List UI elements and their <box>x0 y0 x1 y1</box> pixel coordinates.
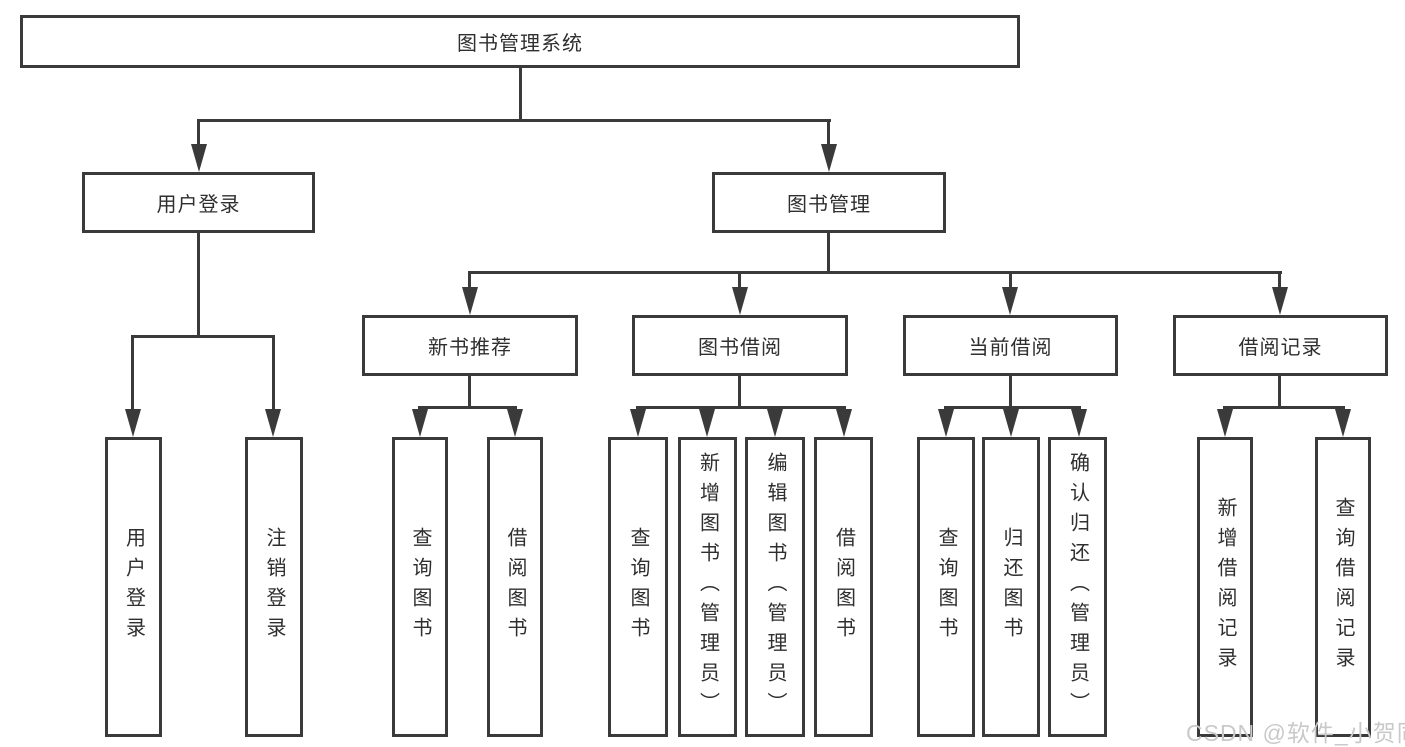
leaf-borrow-borrow-books: 借阅图书 <box>814 437 873 737</box>
arrowhead-down-icon <box>191 144 207 172</box>
leaf-label: 借阅图书 <box>504 527 526 647</box>
leaf-label: 查询借阅记录 <box>1332 497 1354 677</box>
csdn-watermark: CSDN @软件_小贺同学 <box>1186 720 1405 746</box>
arrowhead-down-icon <box>507 409 523 437</box>
node-book-borrowing: 图书借阅 <box>632 315 848 376</box>
leaf-current-confirm-return-admin: 确认归还（管理员） <box>1048 437 1107 737</box>
connector-line <box>1223 406 1345 409</box>
leaf-label: 归还图书 <box>1000 527 1022 647</box>
connector-line <box>468 271 1282 274</box>
node-label: 图书借阅 <box>698 337 782 359</box>
arrowhead-down-icon <box>821 144 837 172</box>
node-label: 图书管理 <box>787 194 871 216</box>
node-current-borrowing: 当前借阅 <box>903 315 1118 376</box>
connector-line <box>636 406 846 409</box>
leaf-newbook-borrow-books: 借阅图书 <box>487 437 543 737</box>
node-label: 新书推荐 <box>428 337 512 359</box>
arrowhead-down-icon <box>938 409 954 437</box>
arrowhead-down-icon <box>699 409 715 437</box>
leaf-borrow-edit-books-admin: 编辑图书（管理员） <box>745 437 805 737</box>
connector-line <box>468 375 471 409</box>
arrowhead-down-icon <box>1272 287 1288 315</box>
arrowhead-down-icon <box>412 409 428 437</box>
connector-line <box>1009 375 1012 409</box>
leaf-user-login: 用户登录 <box>105 437 162 737</box>
connector-line <box>418 406 517 409</box>
node-root-library-system: 图书管理系统 <box>20 15 1020 68</box>
node-label: 当前借阅 <box>968 337 1053 359</box>
node-label: 图书管理系统 <box>457 33 583 55</box>
node-user-login: 用户登录 <box>82 172 315 233</box>
leaf-records-query-record: 查询借阅记录 <box>1315 437 1371 737</box>
connector-line <box>272 335 275 415</box>
leaf-current-return-books: 归还图书 <box>982 437 1040 737</box>
connector-line <box>197 119 200 151</box>
connector-line <box>827 119 830 151</box>
leaf-current-query-books: 查询图书 <box>917 437 975 737</box>
leaf-label: 用户登录 <box>122 527 145 647</box>
node-borrowing-records: 借阅记录 <box>1173 315 1388 376</box>
connector-line <box>1009 271 1012 293</box>
leaf-borrow-add-books-admin: 新增图书（管理员） <box>678 437 737 737</box>
leaf-borrow-query-books: 查询图书 <box>608 437 668 737</box>
connector-line <box>1278 271 1281 293</box>
arrowhead-down-icon <box>630 409 646 437</box>
leaf-label: 查询图书 <box>627 527 649 647</box>
connector-line <box>1278 375 1281 409</box>
arrowhead-down-icon <box>1003 409 1019 437</box>
arrowhead-down-icon <box>732 287 748 315</box>
arrowhead-down-icon <box>1002 287 1018 315</box>
connector-line <box>738 375 741 409</box>
leaf-label: 新增借阅记录 <box>1214 497 1236 677</box>
connector-line <box>197 232 200 338</box>
leaf-label: 确认归还（管理员） <box>1066 452 1089 722</box>
leaf-label: 编辑图书（管理员） <box>764 452 786 722</box>
leaf-label: 借阅图书 <box>832 527 855 647</box>
leaf-newbook-query-books: 查询图书 <box>392 437 448 737</box>
connector-line <box>197 119 831 122</box>
arrowhead-down-icon <box>836 409 852 437</box>
leaf-label: 注销登录 <box>263 527 285 647</box>
arrowhead-down-icon <box>125 409 141 437</box>
connector-line <box>131 335 134 415</box>
arrowhead-down-icon <box>767 409 783 437</box>
connector-line <box>468 271 471 293</box>
leaf-label: 查询图书 <box>409 527 431 647</box>
arrowhead-down-icon <box>1335 409 1351 437</box>
arrowhead-down-icon <box>1217 409 1233 437</box>
leaf-logout: 注销登录 <box>245 437 303 737</box>
arrowhead-down-icon <box>462 287 478 315</box>
leaf-label: 查询图书 <box>935 527 957 647</box>
connector-line <box>131 335 275 338</box>
connector-line <box>519 67 522 122</box>
node-label: 借阅记录 <box>1238 337 1323 359</box>
node-new-book-recommend: 新书推荐 <box>362 315 578 376</box>
node-book-management: 图书管理 <box>712 172 946 233</box>
leaf-label: 新增图书（管理员） <box>696 452 719 722</box>
arrowhead-down-icon <box>265 409 281 437</box>
leaf-records-add-record: 新增借阅记录 <box>1197 437 1253 737</box>
connector-line <box>738 271 741 293</box>
connector-line <box>827 232 830 274</box>
node-label: 用户登录 <box>156 194 241 216</box>
arrowhead-down-icon <box>1071 409 1087 437</box>
